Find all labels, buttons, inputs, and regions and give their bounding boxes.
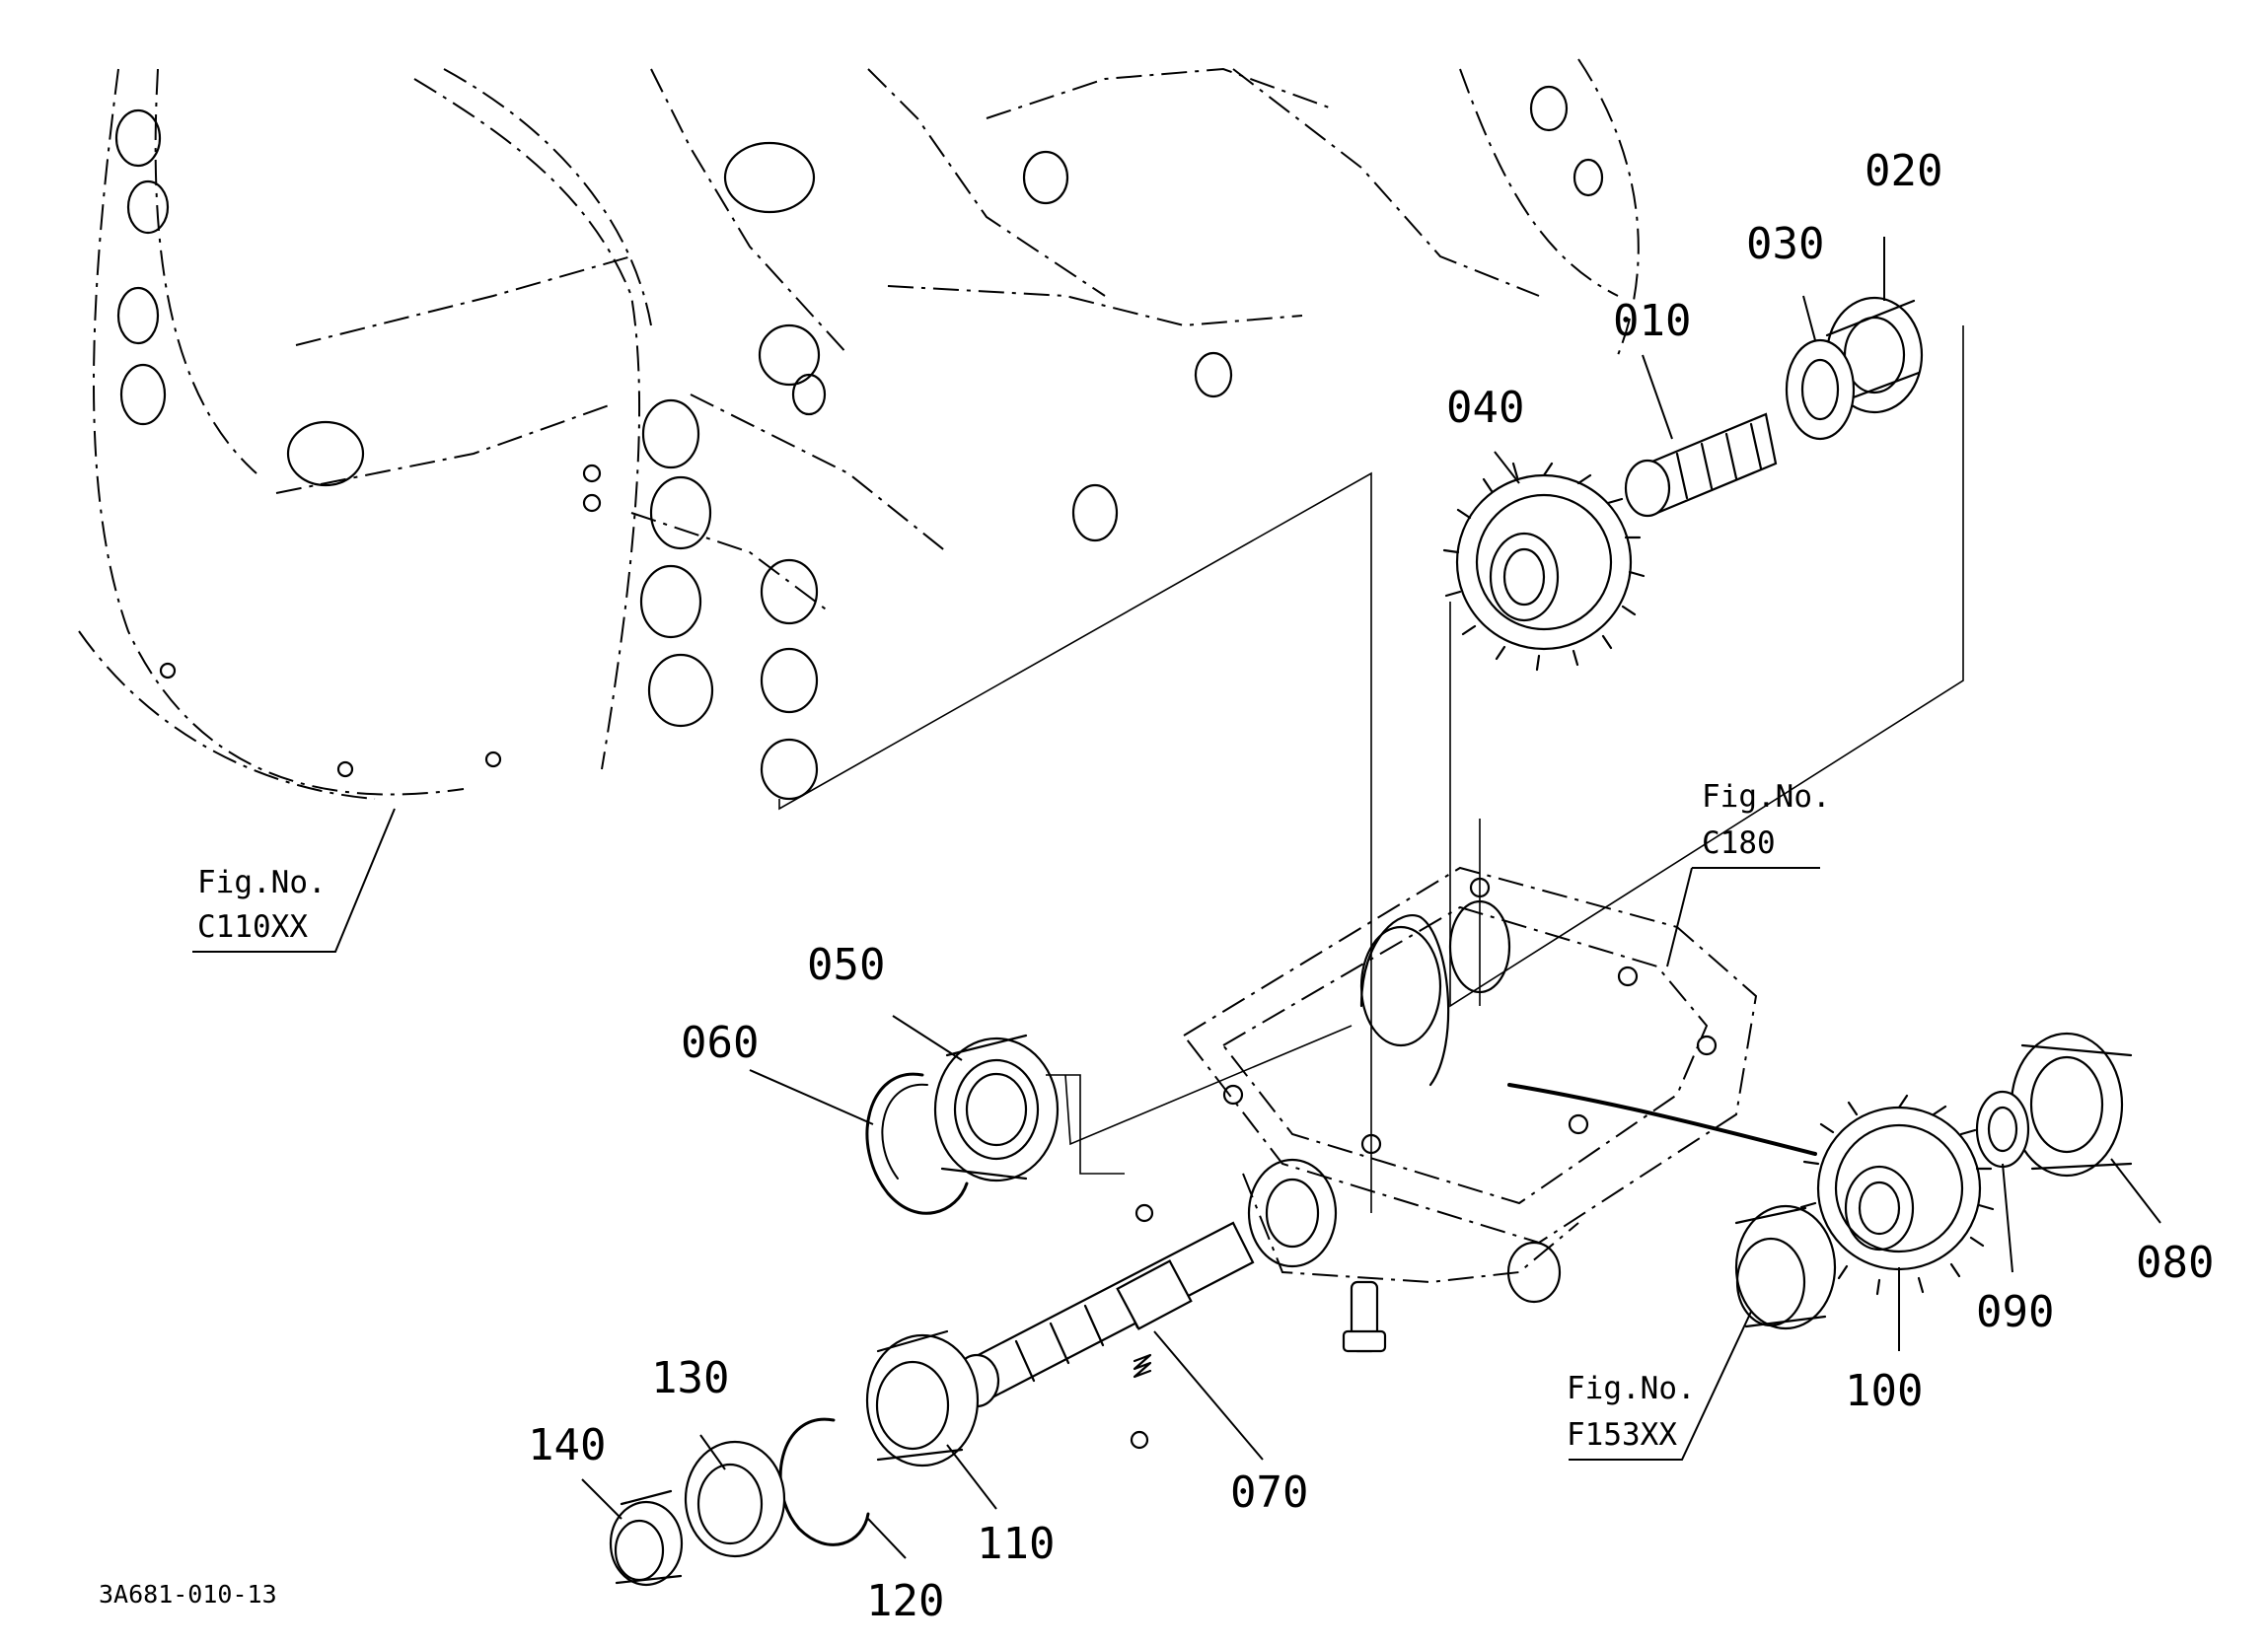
part-130-seal — [684, 1440, 786, 1558]
label-070: 070 — [1230, 1467, 1308, 1518]
fig-ref-c180-code: C180 — [1702, 825, 1776, 861]
part-labels: 010 020 030 040 050 060 070 080 090 100 … — [528, 146, 2214, 1626]
part-110-bearing — [865, 1329, 980, 1467]
coupling-f153 — [1734, 1204, 1837, 1330]
part-070-shaft — [953, 1203, 1255, 1450]
center-case — [1182, 866, 1758, 1353]
label-050: 050 — [807, 940, 885, 990]
fig-ref-c180-label: Fig.No. — [1702, 779, 1831, 815]
part-090-washer — [1975, 1090, 2030, 1169]
assembly-lines — [778, 325, 1964, 1213]
figure-references: Fig.No. C110XX Fig.No. C180 Fig.No. F153… — [197, 779, 1831, 1453]
transmission-housing — [78, 58, 1640, 801]
fig-ref-f153xx-code: F153XX — [1567, 1417, 1677, 1453]
label-130: 130 — [651, 1353, 729, 1403]
label-140: 140 — [528, 1420, 606, 1470]
part-080-bearing — [2010, 1032, 2133, 1178]
label-120: 120 — [866, 1576, 944, 1626]
label-030: 030 — [1746, 219, 1824, 269]
leader-lines — [192, 237, 2161, 1559]
part-140-bushing — [609, 1489, 684, 1587]
part-050-bearing — [933, 1034, 1125, 1182]
label-040: 040 — [1446, 383, 1524, 433]
fig-ref-c110xx-code: C110XX — [197, 909, 308, 945]
part-060-snap-ring — [865, 1072, 969, 1215]
fig-ref-f153xx-label: Fig.No. — [1567, 1371, 1696, 1406]
label-020: 020 — [1865, 146, 1942, 196]
fig-ref-c110xx-label: Fig.No. — [197, 865, 327, 900]
label-100: 100 — [1845, 1366, 1923, 1416]
label-080: 080 — [2136, 1238, 2214, 1288]
label-110: 110 — [977, 1519, 1055, 1569]
part-010-shaft — [1624, 412, 1778, 518]
part-040-gear — [1442, 462, 1646, 672]
drawing-code: 3A681-010-13 — [99, 1580, 277, 1609]
part-120-snap-ring — [778, 1417, 870, 1546]
label-060: 060 — [681, 1018, 759, 1068]
part-030-washer — [1785, 338, 1856, 441]
label-090: 090 — [1976, 1287, 2054, 1337]
label-010: 010 — [1613, 296, 1691, 346]
